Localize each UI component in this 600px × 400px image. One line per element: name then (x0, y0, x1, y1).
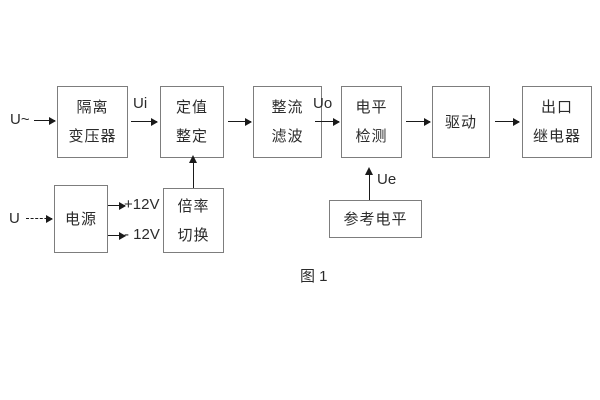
block-rectify-filter-line-2: 滤波 (271, 128, 304, 145)
input-label-dc: U (9, 210, 20, 227)
block-setting-value-line-1: 定值 (175, 99, 208, 116)
block-level-detection: 电平 检测 (341, 86, 402, 158)
figure-caption: 图 1 (300, 268, 328, 285)
block-output-relay-line-2: 继电器 (532, 128, 581, 145)
block-power-supply-line-1: 电源 (64, 210, 97, 228)
block-level-detection-line-2: 检测 (355, 128, 388, 145)
block-reference-level-line-1: 参考电平 (343, 210, 408, 228)
block-isolation-transformer-line-2: 变压器 (68, 128, 117, 145)
block-isolation-transformer: 隔离 变压器 (57, 86, 128, 158)
block-reference-level: 参考电平 (329, 200, 422, 238)
block-drive: 驱动 (432, 86, 490, 158)
arrow-power-supply-plus12v (108, 202, 126, 211)
arrow-setting-value-to-rectify-filter (228, 118, 252, 127)
arrow-ac-to-isolation-transformer (34, 117, 56, 126)
rail-label-minus12v: - 12V (124, 226, 160, 243)
rail-label-plus12v: +12V (124, 196, 160, 213)
block-setting-value: 定值 整定 (160, 86, 224, 158)
block-level-detection-line-1: 电平 (355, 99, 388, 116)
signal-label-uo: Uo (313, 95, 333, 112)
block-output-relay: 出口 继电器 (522, 86, 592, 158)
block-multiplier-switch: 倍率 切换 (163, 188, 224, 253)
arrow-multiplier-switch-to-setting-value (189, 155, 198, 188)
arrow-reference-level-to-level-detection (365, 167, 374, 200)
block-isolation-transformer-line-1: 隔离 (76, 99, 109, 116)
input-label-ac: U~ (10, 111, 30, 128)
arrow-dc-to-power-supply (26, 215, 53, 224)
block-power-supply: 电源 (54, 185, 108, 253)
signal-label-ue: Ue (377, 171, 397, 188)
block-multiplier-switch-line-1: 倍率 (177, 197, 210, 215)
arrow-rectify-filter-to-level-detection (315, 118, 340, 127)
arrow-level-detection-to-drive (406, 118, 431, 127)
block-rectify-filter: 整流 滤波 (253, 86, 322, 158)
block-setting-value-line-2: 整定 (175, 128, 208, 145)
block-output-relay-line-1: 出口 (540, 99, 573, 116)
signal-label-ui: Ui (133, 95, 148, 112)
arrow-power-supply-minus12v (108, 232, 126, 241)
arrow-isolation-transformer-to-setting-value (131, 118, 158, 127)
block-rectify-filter-line-1: 整流 (271, 99, 304, 116)
arrow-drive-to-output-relay (495, 118, 520, 127)
block-drive-line-1: 驱动 (444, 113, 477, 131)
block-multiplier-switch-line-2: 切换 (177, 226, 210, 244)
